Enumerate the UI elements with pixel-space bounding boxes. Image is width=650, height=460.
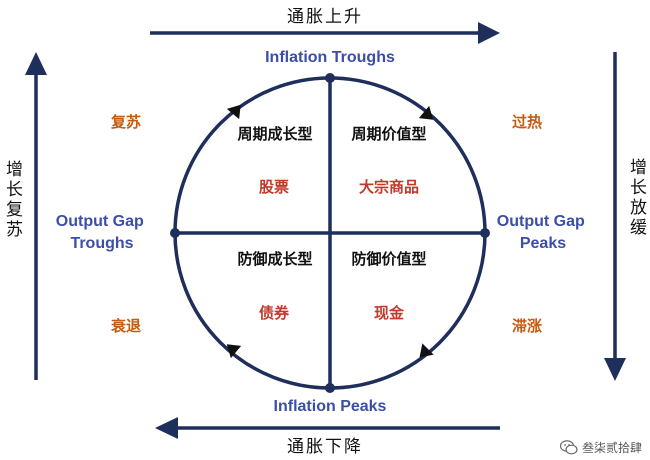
phase-overheat: 过热 — [512, 113, 542, 131]
quadrant-tr-style: 周期价值型 — [351, 125, 426, 143]
output-gap-troughs-line-2: Troughs — [70, 235, 133, 252]
output-gap-peaks-line-1: Output Gap — [497, 213, 585, 230]
quadrant-bl-asset: 债券 — [259, 304, 290, 322]
left-arrow-label: 增长复苏 — [2, 160, 23, 240]
phase-recession: 衰退 — [110, 317, 141, 335]
bottom-arrow — [155, 417, 500, 439]
output-gap-peaks-line-2: Peaks — [520, 235, 566, 252]
output-gap-troughs-label: Output Gap Troughs — [56, 213, 148, 252]
phase-recovery: 复苏 — [110, 113, 141, 131]
cycle-arrowhead-lower-right — [419, 343, 434, 358]
quadrant-br-style: 防御价值型 — [351, 250, 426, 268]
quadrant-bl-style: 防御成长型 — [237, 250, 312, 268]
quadrant-tr-asset: 大宗商品 — [359, 178, 419, 196]
top-arrow-label: 通胀上升 — [287, 7, 363, 27]
right-arrow — [604, 52, 626, 381]
junction-dot-bottom — [325, 383, 335, 393]
right-arrow-label: 增长放缓 — [626, 158, 647, 238]
output-gap-peaks-label: Output Gap Peaks — [497, 213, 589, 252]
watermark: 叁柒贰拾肆 — [559, 439, 642, 456]
output-gap-troughs-line-1: Output Gap — [56, 213, 144, 230]
junction-dot-left — [170, 228, 180, 238]
quadrant-tl-asset: 股票 — [259, 178, 289, 196]
wechat-icon — [559, 440, 578, 455]
cycle-arrowhead-upper-right — [418, 105, 434, 120]
top-arrow — [150, 22, 500, 44]
junction-dot-right — [480, 228, 490, 238]
watermark-text: 叁柒贰拾肆 — [581, 441, 642, 455]
phase-stagflation: 滞涨 — [512, 317, 542, 335]
quadrant-tl-style: 周期成长型 — [237, 125, 312, 143]
bottom-arrow-label: 通胀下降 — [287, 437, 363, 457]
inflation-peaks-label: Inflation Peaks — [274, 398, 387, 415]
left-arrow — [25, 52, 47, 380]
quadrant-br-asset: 现金 — [374, 304, 405, 322]
cycle-arrowhead-upper-left — [226, 104, 241, 120]
junction-dot-top — [325, 73, 335, 83]
inflation-troughs-label: Inflation Troughs — [265, 49, 395, 66]
cycle-arrowhead-lower-left — [226, 344, 242, 359]
